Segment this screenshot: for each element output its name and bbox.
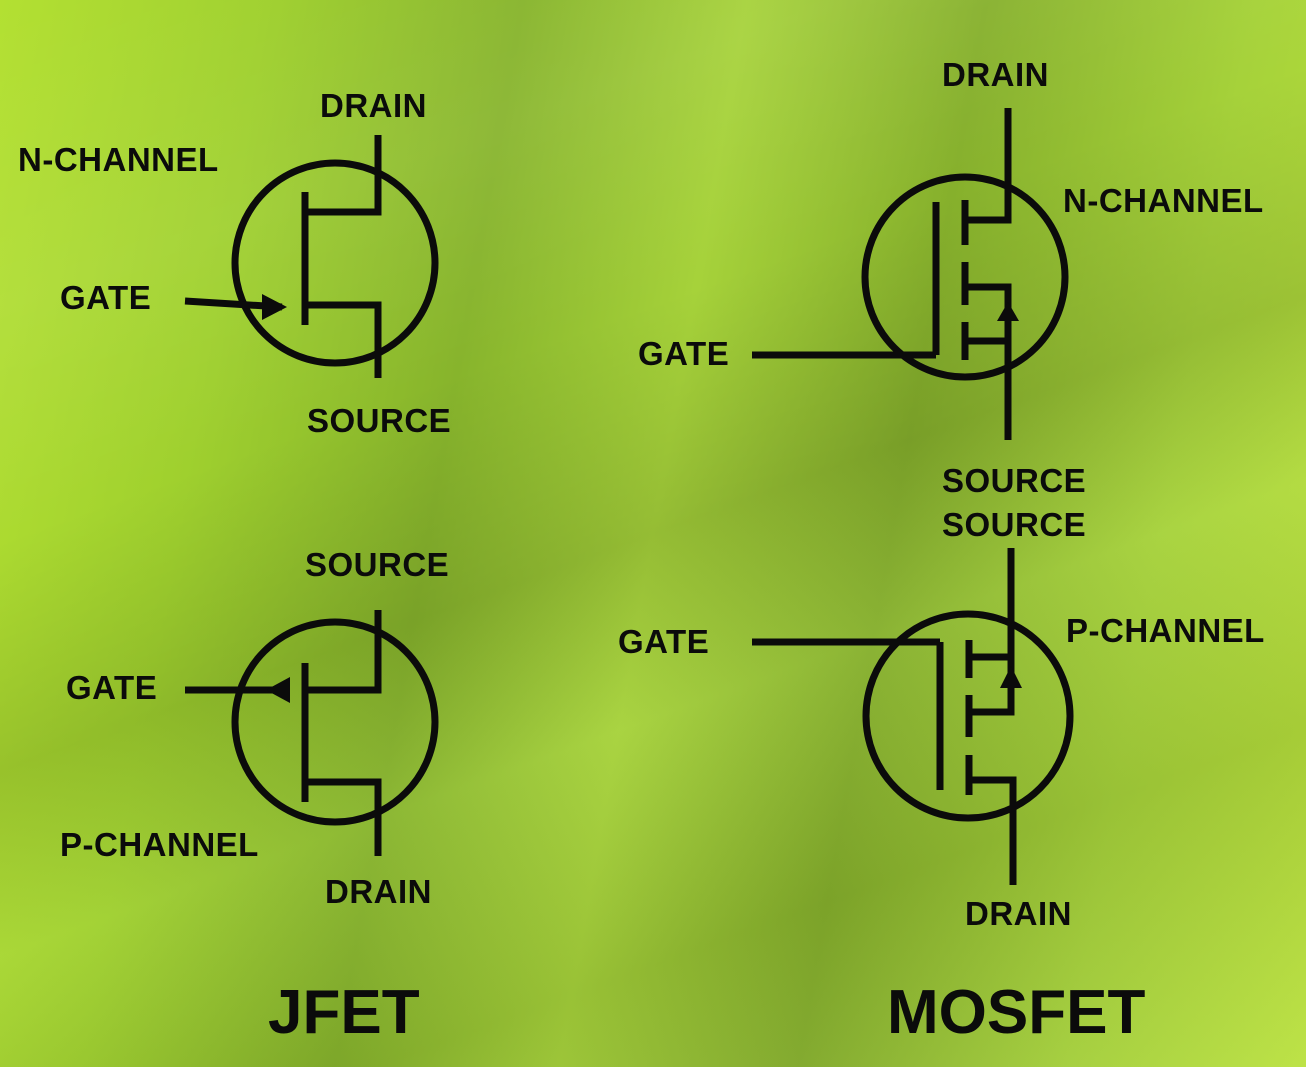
mosfet-p-channel-label: P-CHANNEL [1066,612,1265,649]
jfet-n-gate-arrow [262,294,287,320]
mosfet-n-source-label: SOURCE [942,462,1087,499]
jfet-caption: JFET [268,978,420,1047]
jfet-p-channel-symbol [185,610,439,856]
jfet-n-drain-label: DRAIN [320,87,427,124]
mosfet-p-drain-lead [969,776,1017,885]
jfet-n-circle [231,159,439,367]
jfet-p-channel-label: P-CHANNEL [60,826,259,863]
mosfet-p-body-lead [969,548,1015,716]
mosfet-n-gate-label: GATE [638,335,730,372]
mosfet-p-circle [862,610,1074,822]
mosfet-p-drain-label: DRAIN [965,895,1072,932]
mosfet-n-circle [861,173,1069,381]
mosfet-p-source-arrow [1000,666,1022,688]
jfet-n-drain-lead [305,135,382,216]
jfet-p-source-label: SOURCE [305,546,450,583]
jfet-p-drain-lead [305,778,382,856]
mosfet-caption: MOSFET [887,978,1146,1047]
jfet-n-gate-label: GATE [60,279,152,316]
mosfet-p-channel-symbol [752,548,1074,885]
mosfet-n-drain-label: DRAIN [942,56,1049,93]
jfet-n-source-lead [305,301,382,378]
jfet-n-channel-label: N-CHANNEL [18,141,219,178]
mosfet-n-source-arrow [997,302,1019,321]
mosfet-n-channel-label: N-CHANNEL [1063,182,1264,219]
mosfet-n-drain-lead [965,108,1012,224]
mosfet-n-body-lead [965,283,1012,440]
jfet-p-drain-label: DRAIN [325,873,432,910]
jfet-p-circle [231,618,439,826]
jfet-n-channel-symbol [184,135,439,378]
jfet-p-gate-arrow [266,677,290,703]
mosfet-p-gate-label: GATE [618,623,710,660]
mosfet-p-source-label: SOURCE [942,506,1087,543]
jfet-n-source-label: SOURCE [307,402,452,439]
jfet-p-source-lead [305,610,382,694]
jfet-p-gate-label: GATE [66,669,158,706]
mosfet-n-channel-symbol [752,108,1069,440]
